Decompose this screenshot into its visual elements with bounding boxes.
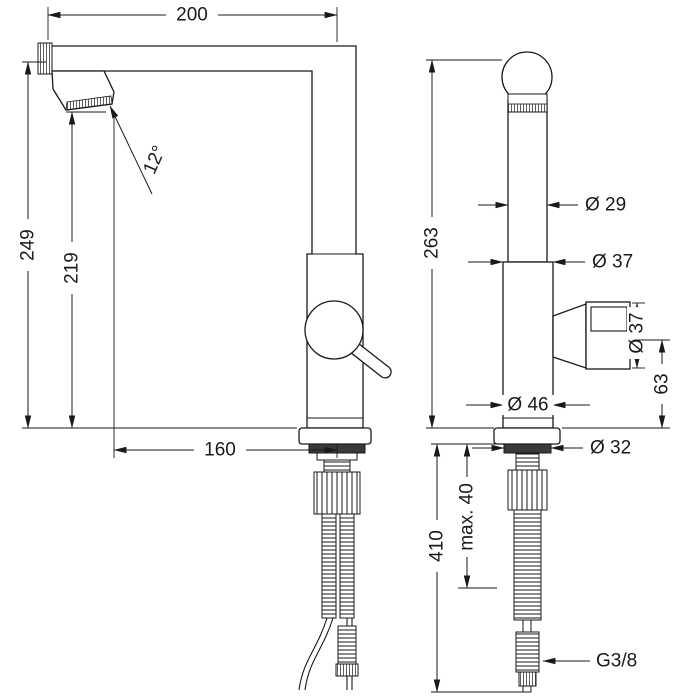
dim-outlet-to-body: 160 bbox=[113, 112, 338, 461]
dim-spout-reach-label: 200 bbox=[176, 5, 208, 26]
dim-dia-shank: Ø 32 bbox=[472, 438, 631, 459]
aerator-face bbox=[65, 95, 113, 111]
side-base-flange bbox=[298, 427, 372, 445]
front-aerator bbox=[507, 93, 548, 113]
front-gasket bbox=[503, 443, 552, 454]
dim-dia-handle-label: Ø 37 bbox=[627, 312, 648, 353]
dim-dia-spout-label: Ø 29 bbox=[585, 195, 626, 216]
dim-dia-base: Ø 46 bbox=[466, 395, 590, 416]
dim-hose-length: 410 bbox=[427, 443, 530, 693]
front-handle bbox=[552, 301, 631, 370]
dim-dia-handle: Ø 37 bbox=[627, 302, 648, 369]
dim-height-outlet: 219 bbox=[62, 111, 106, 429]
dim-dia-body: Ø 37 bbox=[468, 252, 633, 273]
side-hoses bbox=[298, 513, 355, 691]
dim-outlet-to-body-label: 160 bbox=[204, 440, 236, 461]
dim-height-body: 263 bbox=[422, 59, 502, 429]
dim-height-total-label: 249 bbox=[18, 229, 39, 261]
dim-outlet-angle: 12° bbox=[109, 105, 171, 195]
dim-dia-spout: Ø 29 bbox=[478, 195, 626, 216]
side-hose-fitting bbox=[335, 625, 359, 677]
dim-handle-to-base-label: 63 bbox=[652, 373, 673, 394]
dim-height-body-label: 263 bbox=[422, 227, 443, 259]
dim-dia-body-label: Ø 37 bbox=[592, 252, 633, 273]
dim-dia-shank-label: Ø 32 bbox=[590, 438, 631, 459]
dim-height-total: 249 bbox=[18, 61, 297, 429]
dim-handle-to-base: 63 bbox=[562, 339, 673, 429]
dim-dia-base-label: Ø 46 bbox=[507, 395, 548, 416]
dim-connection-thread-label: G3/8 bbox=[596, 651, 637, 672]
dim-outlet-angle-label: 12° bbox=[140, 143, 171, 178]
front-hose-fitting bbox=[515, 631, 540, 687]
dim-hose-length-label: 410 bbox=[427, 530, 448, 562]
handle-hub-circle bbox=[304, 300, 364, 360]
dim-connection-thread: G3/8 bbox=[542, 651, 637, 672]
spray-head bbox=[37, 42, 115, 111]
front-base-flange bbox=[493, 427, 561, 445]
dim-max-deck-thickness-label: max. 40 bbox=[457, 483, 478, 551]
side-mounting-nut bbox=[313, 471, 361, 515]
faucet-side-view: 200 249 219 12° bbox=[18, 5, 392, 691]
faucet-front-view: 263 Ø 29 Ø 37 Ø 37 bbox=[422, 51, 673, 693]
dim-height-outlet-label: 219 bbox=[62, 252, 83, 284]
dim-spout-reach: 200 bbox=[47, 5, 338, 42]
front-neck bbox=[507, 99, 548, 263]
front-mounting-nut bbox=[507, 469, 548, 511]
dim-max-deck-thickness: max. 40 bbox=[457, 443, 497, 589]
